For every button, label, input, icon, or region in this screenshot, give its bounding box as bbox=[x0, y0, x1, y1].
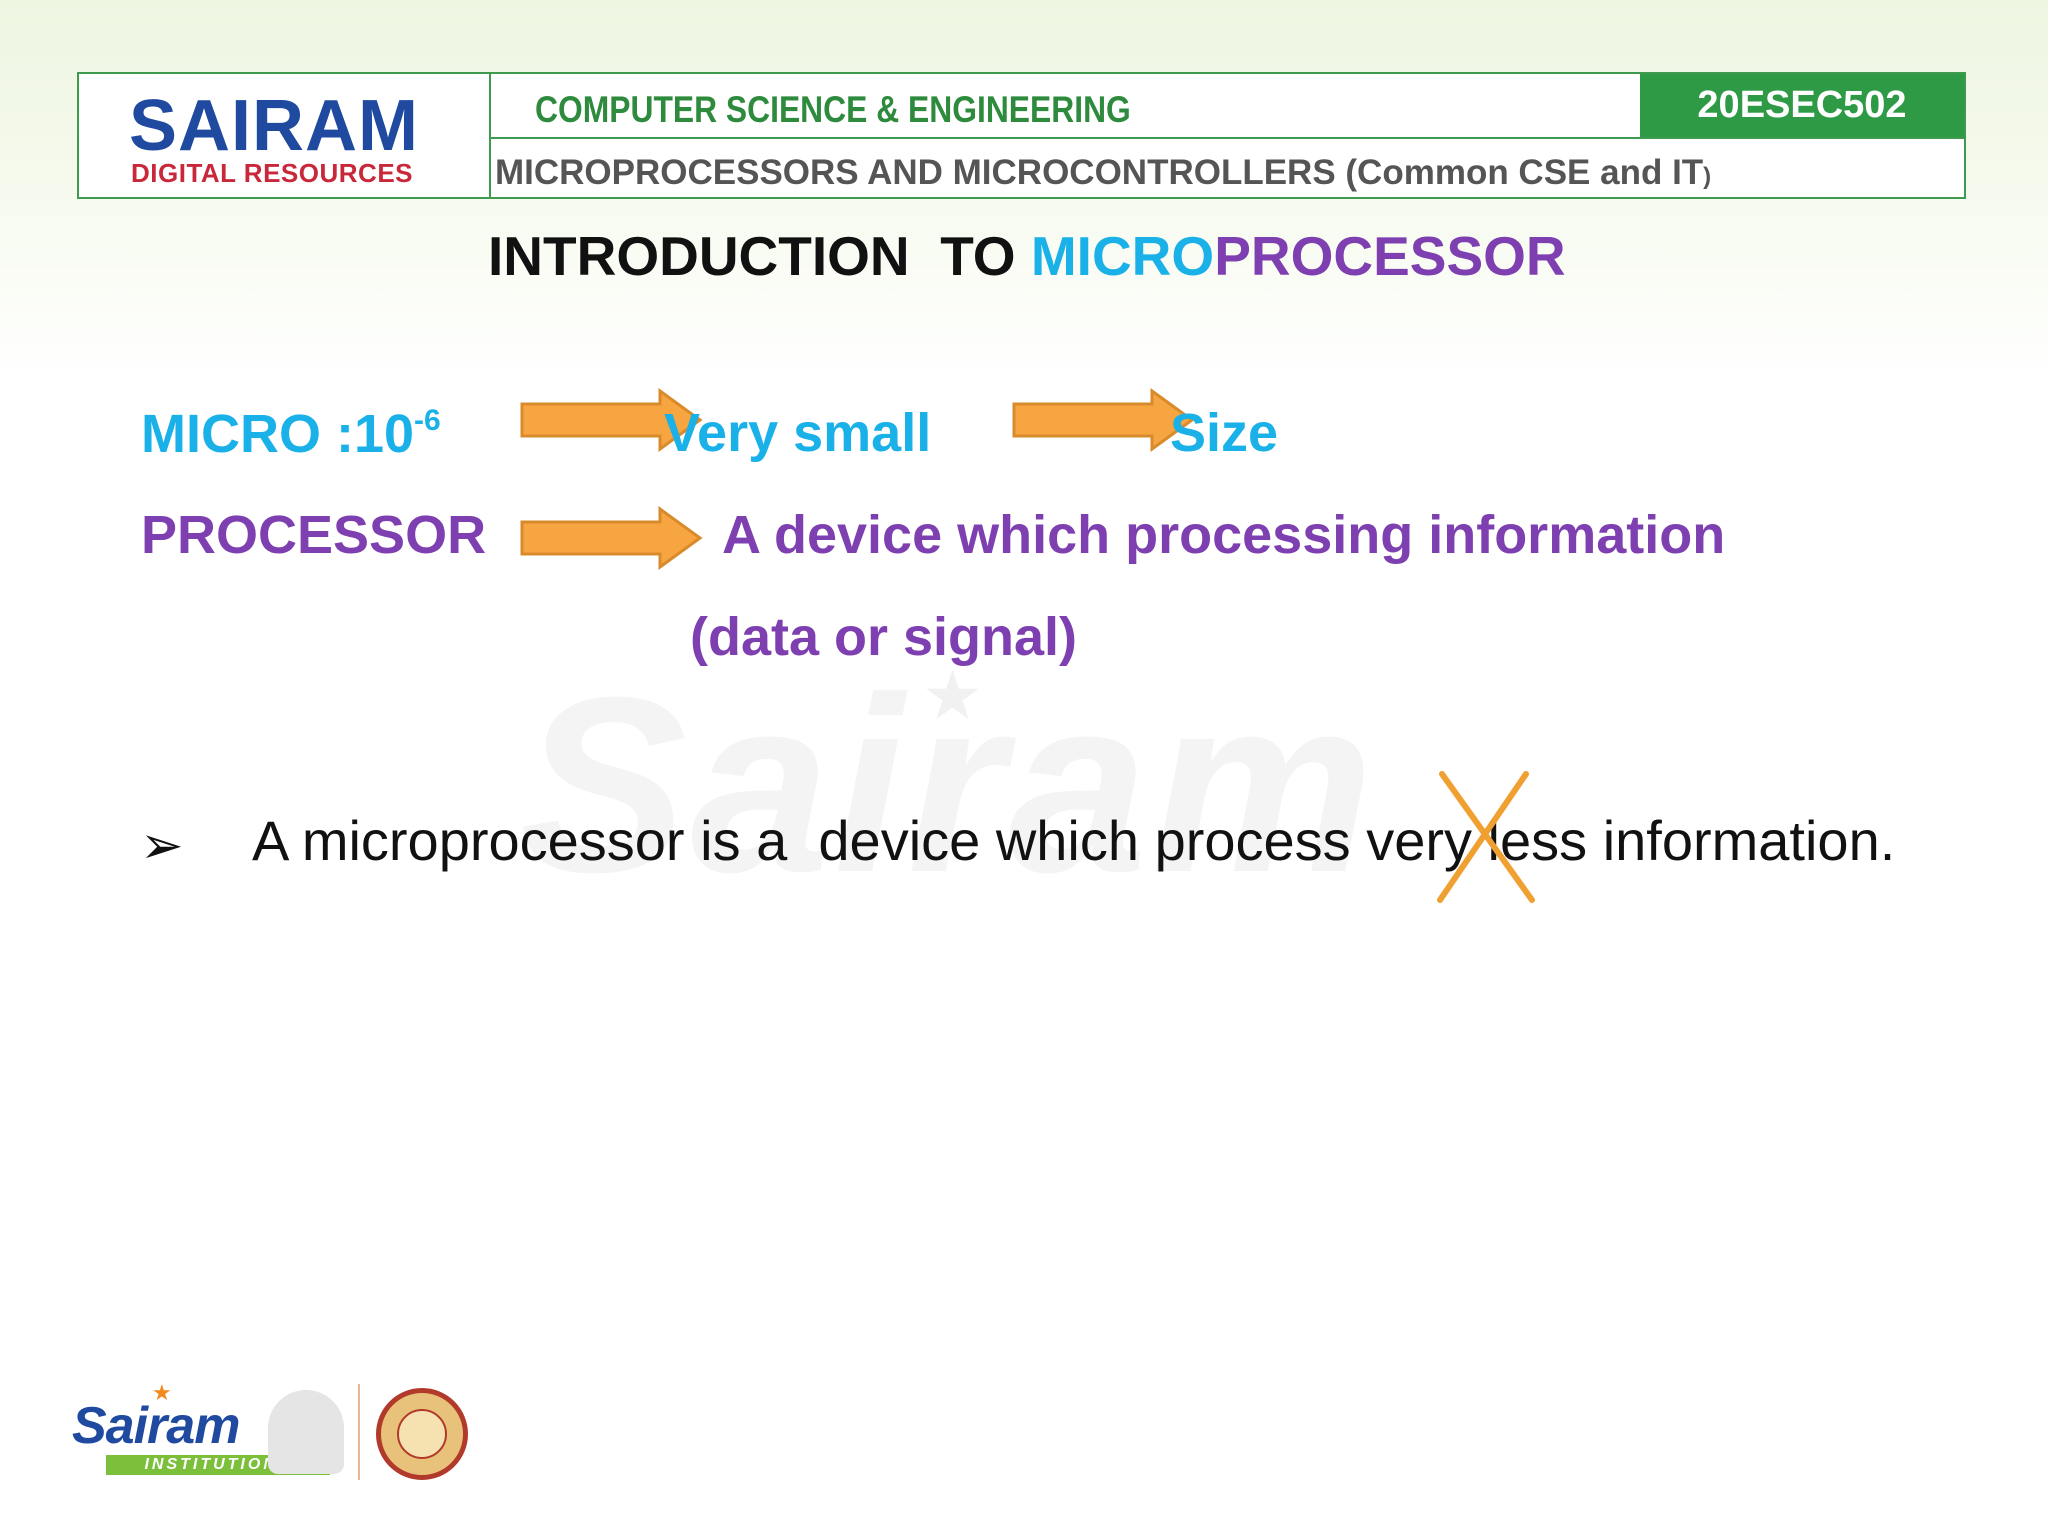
title-processor: PROCESSOR bbox=[1214, 225, 1566, 287]
arrowhead-bullet-icon: ➢ bbox=[140, 817, 184, 875]
arrow-right-icon bbox=[520, 506, 703, 570]
micro-label-text: MICRO :10 bbox=[141, 404, 415, 464]
watermark-star-icon: ★ bbox=[922, 658, 983, 734]
title-micro: MICRO bbox=[1030, 225, 1215, 287]
slide-header: SAIRAM DIGITAL RESOURCES COMPUTER SCIENC… bbox=[77, 72, 1966, 199]
footer-star-icon: ★ bbox=[152, 1380, 172, 1405]
header-divider bbox=[491, 137, 1964, 139]
title-prefix: INTRODUCTION TO bbox=[488, 225, 1031, 287]
logo-main-text: SAIRAM bbox=[129, 86, 419, 166]
processor-meaning-cont: (data or signal) bbox=[690, 607, 1078, 667]
arrow-right-icon bbox=[520, 388, 703, 452]
very-small-text: Very small bbox=[664, 403, 932, 463]
size-text: Size bbox=[1170, 403, 1279, 463]
micro-exponent: -6 bbox=[414, 404, 441, 437]
founder-portrait-icon bbox=[268, 1390, 344, 1474]
processor-meaning: A device which processing information bbox=[722, 505, 1726, 565]
cross-mark-icon bbox=[1437, 771, 1535, 903]
footer-divider bbox=[358, 1384, 360, 1480]
course-code-badge: 20ESEC502 bbox=[1640, 74, 1964, 137]
micro-label: MICRO :10-6 bbox=[141, 404, 441, 464]
seal-portrait-icon bbox=[397, 1409, 447, 1459]
course-title: MICROPROCESSORS AND MICROCONTROLLERS (Co… bbox=[495, 153, 1712, 193]
arrow-right-icon bbox=[1012, 388, 1195, 452]
department-title: COMPUTER SCIENCE & ENGINEERING bbox=[535, 89, 1131, 130]
slide-title: INTRODUCTION TO MICROPROCESSOR bbox=[488, 226, 1566, 287]
sairam-logo: SAIRAM DIGITAL RESOURCES bbox=[79, 74, 491, 197]
footer-brand: Sairam bbox=[72, 1397, 240, 1455]
seal-emblem-icon bbox=[376, 1388, 468, 1480]
processor-label: PROCESSOR bbox=[141, 505, 487, 565]
course-title-close: ) bbox=[1703, 163, 1712, 190]
logo-sub-text: DIGITAL RESOURCES bbox=[131, 158, 414, 188]
sairam-watermark: Sairam bbox=[520, 645, 1378, 924]
bullet-statement: A microprocessor is a device which proce… bbox=[252, 809, 1896, 872]
course-title-text: MICROPROCESSORS AND MICROCONTROLLERS (Co… bbox=[495, 153, 1704, 192]
